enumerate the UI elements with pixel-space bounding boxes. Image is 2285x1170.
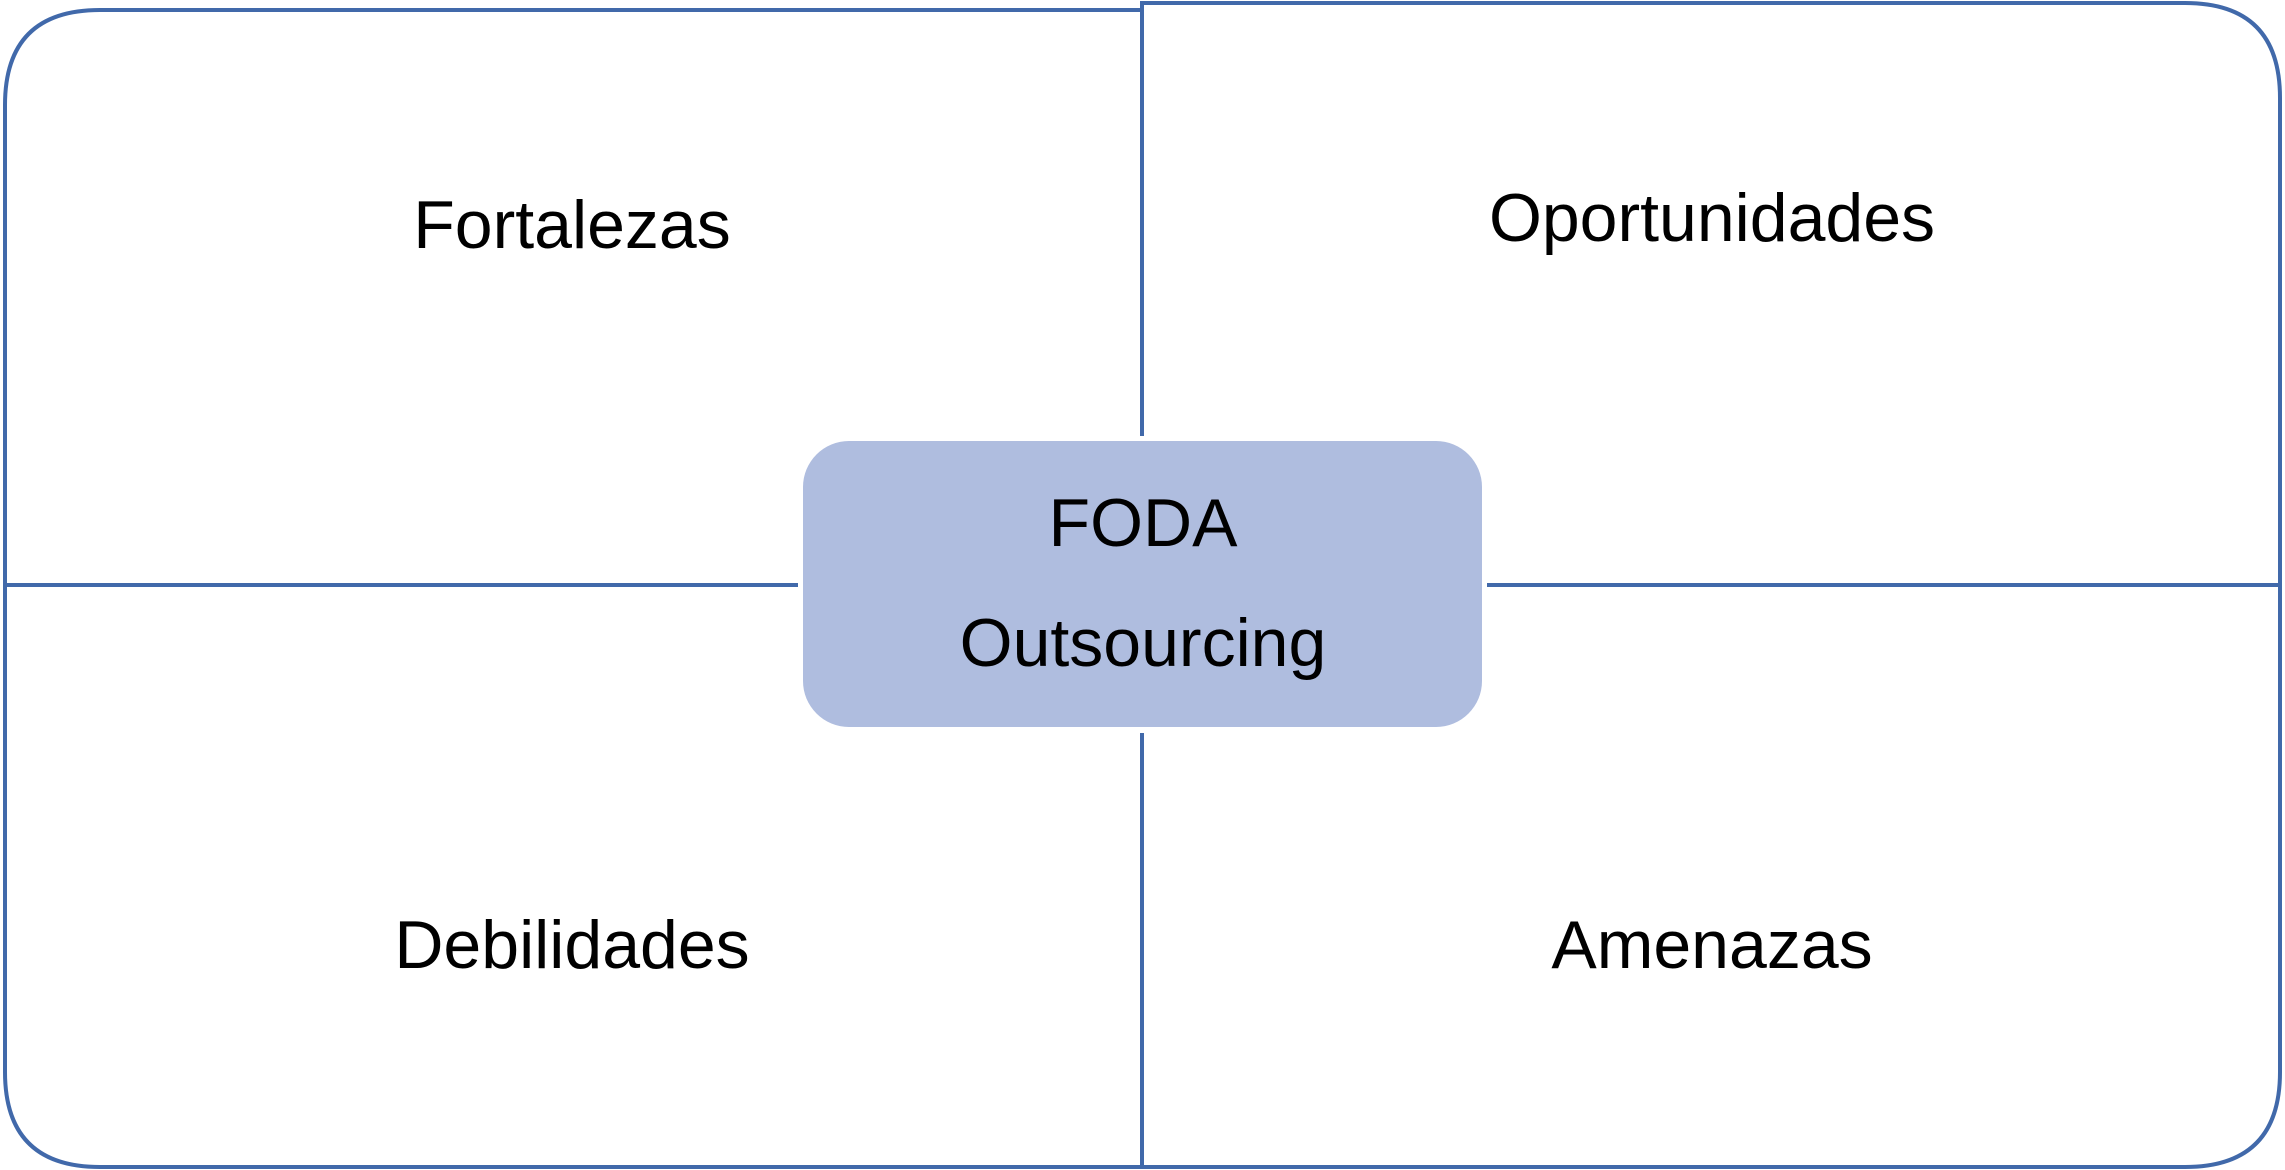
- quadrant-label-fortalezas: Fortalezas: [413, 187, 731, 263]
- center-title: FODA: [1048, 485, 1238, 561]
- center-subtitle: Outsourcing: [959, 605, 1327, 681]
- quadrant-label-oportunidades: Oportunidades: [1488, 180, 1936, 256]
- quadrant-label-debilidades: Debilidades: [394, 907, 750, 983]
- quadrant-bottom-left: [3, 583, 1144, 1169]
- center-box: [803, 441, 1482, 727]
- quadrant-top-left: [3, 8, 1142, 587]
- quadrant-top-right: [1140, 1, 2282, 587]
- quadrant-bottom-right: [1140, 583, 2282, 1169]
- quadrant-label-amenazas: Amenazas: [1551, 907, 1873, 983]
